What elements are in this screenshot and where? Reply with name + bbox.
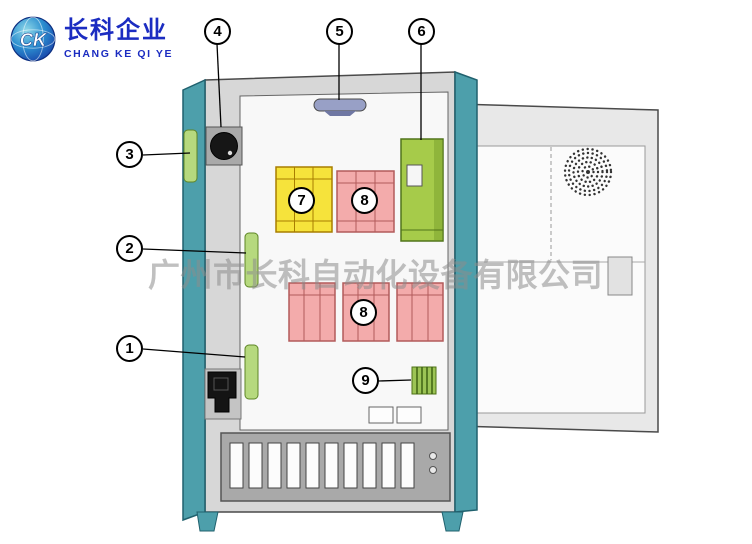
cabinet-door (450, 103, 659, 433)
terminal-slot (400, 442, 415, 489)
callout-4: 4 (204, 18, 231, 45)
company-logo: CK 长科企业 CHANG KE QI YE (10, 16, 173, 62)
callout-8-middle: 8 (350, 299, 377, 326)
leader-line-2 (142, 248, 247, 254)
terminal-slot (381, 442, 396, 489)
hinge-3 (183, 129, 198, 183)
globe-letters: CK (20, 29, 48, 50)
component-6-green-module (400, 138, 444, 242)
component-4-rotary-knob (205, 126, 243, 166)
company-name-en: CHANG KE QI YE (64, 47, 174, 60)
terminal-slot (267, 442, 282, 489)
leader-line-9 (378, 379, 412, 382)
terminal-slot (286, 442, 301, 489)
callout-8-top: 8 (351, 187, 378, 214)
callout-2: 2 (116, 235, 143, 262)
leader-line-3 (142, 152, 191, 156)
callout-9: 9 (352, 367, 379, 394)
callout-6: 6 (408, 18, 435, 45)
terminal-panel (220, 432, 451, 502)
leader-line-4 (216, 43, 222, 128)
foot-left (196, 511, 219, 532)
indicator-hole (429, 452, 437, 460)
callout-1: 1 (116, 335, 143, 362)
callout-5: 5 (326, 18, 353, 45)
terminal-slot (362, 442, 377, 489)
logo-text: 长科企业 CHANG KE QI YE (64, 17, 174, 60)
leader-lines (142, 43, 422, 382)
fan-vent-icon (563, 147, 613, 197)
foot-right (441, 511, 464, 532)
component-8-pink-breakers-row (288, 282, 444, 342)
knob-icon (210, 132, 238, 160)
spare-slot-1 (368, 406, 394, 424)
hinge-2 (244, 232, 259, 288)
power-connector (204, 368, 242, 420)
component-5-roof-module (313, 98, 367, 116)
indicator-hole (429, 466, 437, 474)
company-name-cn: 长科企业 (64, 17, 168, 45)
terminal-slot (343, 442, 358, 489)
terminal-slot (248, 442, 263, 489)
leader-line-1 (142, 348, 246, 358)
callout-7: 7 (288, 187, 315, 214)
terminal-slot (305, 442, 320, 489)
right-side-panel (454, 70, 478, 513)
component-9-terminal-block (411, 366, 437, 395)
terminal-slot (324, 442, 339, 489)
globe-icon: CK (10, 16, 56, 62)
door-handle (607, 256, 633, 296)
spare-slot-2 (396, 406, 422, 424)
callout-3: 3 (116, 141, 143, 168)
hinge-1 (244, 344, 259, 400)
terminal-slot (229, 442, 244, 489)
